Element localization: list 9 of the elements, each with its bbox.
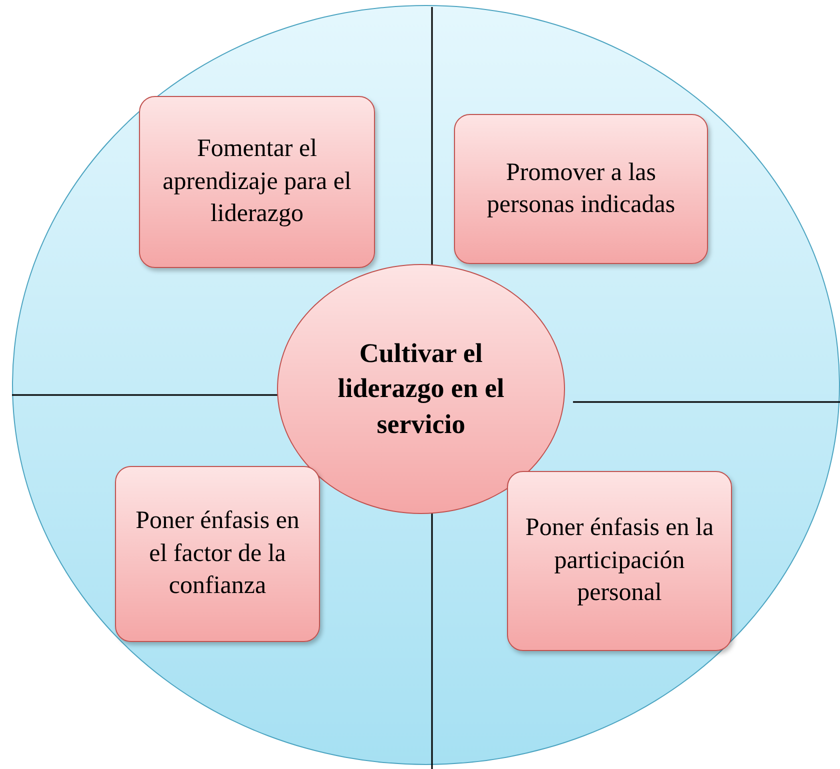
node-text: Cultivar el liderazgo en el servicio [336,337,506,441]
topic-box [139,96,375,268]
topic-box [507,471,732,651]
node-text: Poner énfasis en el factor de la confianza [134,506,300,602]
topic-box [454,114,708,264]
node-text: Poner énfasis en la participación personal [524,513,715,608]
node-text: Promover a las personas indicadas [486,158,676,220]
node-text: Fomentar el aprendizaje para el liderazgo [162,134,352,230]
topic-box [115,466,320,642]
